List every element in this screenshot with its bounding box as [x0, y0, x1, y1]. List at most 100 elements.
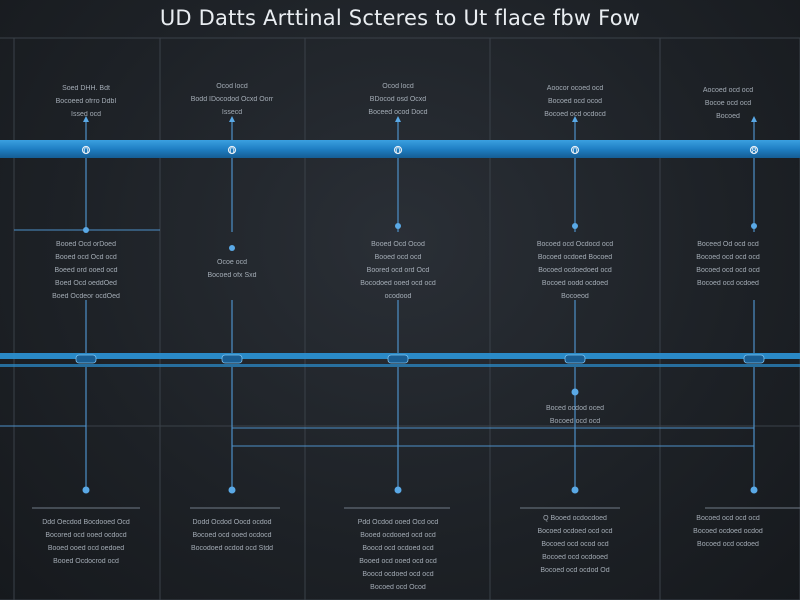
text-line: Q Booed ocdocdoed	[543, 515, 607, 522]
text-line: Bocodoed ooed ocd ocd	[360, 280, 436, 287]
text-line: Aoocor ocoed ocd	[546, 85, 604, 92]
text-line: Bodd IDocodod Ocxd Oorr	[190, 96, 274, 103]
text-line: Bocoed ocd Ocdocd ocd	[536, 241, 614, 248]
text-line: Boced ocdod oced	[546, 405, 604, 412]
text-line: Issed ocd	[71, 111, 101, 118]
top-band-marker-2: 0	[395, 146, 400, 156]
text-line: Bocoed ocd ocdooed	[542, 554, 608, 561]
upper-node-1	[229, 245, 235, 251]
text-line: Bocoed ocd Ocod	[370, 584, 426, 591]
text-line: Bocoed ofx Sxd	[207, 272, 257, 279]
mid-band-node-1	[221, 354, 243, 364]
text-line: Booed Ocd Ocod	[371, 241, 425, 248]
top-band-marker-4: 8	[751, 146, 756, 156]
text-line: Boed Ocdeor ocdOed	[52, 293, 120, 300]
bottom-node-0	[82, 486, 90, 494]
arrow-top-1	[229, 116, 235, 122]
top-band-marker-3: 0	[572, 146, 577, 156]
text-line: Bocoed ocdoed ocd ocd	[537, 528, 613, 535]
text-line: Booed ocd Ocd ocd	[55, 254, 117, 261]
text-line: Booed Ocd orDoed	[56, 241, 116, 248]
mid-band-node-2	[387, 354, 409, 364]
mid-band-node-3	[564, 354, 586, 364]
text-line: Bocoed ocd ocdod Od	[540, 567, 610, 574]
top-band-node-4	[749, 145, 759, 155]
upper-node-4	[751, 223, 757, 229]
text-line: Booed Ocdocrod ocd	[53, 558, 119, 565]
text-line: Soed DHH. Bdt	[62, 85, 110, 92]
top-band-node-0	[81, 145, 91, 155]
text-line: Bocoed oodd ocdoed	[541, 280, 609, 287]
text-line: BDocod osd Ocxd	[369, 96, 427, 103]
text-line: Boeed ord ooed ocd	[54, 267, 118, 274]
text-line: Booed ooed ocd oedoed	[47, 545, 125, 552]
upper-node-3	[572, 223, 578, 229]
top-band-marker-0: 0	[83, 146, 88, 156]
text-line: Bocoed ocd ocdoed	[697, 541, 759, 548]
text-line: Boored ocd ord Ocd	[366, 267, 430, 274]
text-line: Boocd ocdoed ocd ocd	[362, 571, 434, 578]
text-line: Ocoe ocd	[217, 259, 247, 266]
text-line: Bocoed ocd ocd ocd	[696, 254, 760, 261]
text-line: Boocd ocd ocdoed ocd	[362, 545, 434, 552]
bottom-node-3	[571, 486, 579, 494]
text-line: Ddd Oecdod Bocdooed Ocd	[42, 519, 130, 526]
text-line: Bocoed ocdoedoed ocd	[538, 267, 612, 274]
text-line: Bocoed	[716, 113, 740, 120]
text-line: ocodood	[384, 293, 412, 300]
text-line: Aocoed ocd ocd	[702, 87, 754, 94]
text-line: Bocoed ocdoed Bocoed	[537, 254, 613, 261]
text-line: Bocoed ocd ocod ocd	[541, 541, 609, 548]
arrow-top-2	[395, 116, 401, 122]
upper-node-2	[395, 223, 401, 229]
text-line: Bocoed ocd ocod	[547, 98, 603, 105]
text-line: Bocodoed ocdod ocd Stdd	[190, 545, 274, 552]
text-line: Bocoed ocd ooed ocdocd	[192, 532, 272, 539]
text-line: Booed ocd ooed ocd ocd	[359, 558, 437, 565]
text-line: Boceed Od ocd ocd	[697, 241, 759, 248]
text-line: Bocored ocd ooed ocdocd	[45, 532, 127, 539]
text-line: Ocod locd	[216, 83, 248, 90]
arrow-top-0	[83, 116, 89, 122]
top-band-node-3	[570, 145, 580, 155]
top-band-node-2	[393, 145, 403, 155]
bottom-node-2	[394, 486, 402, 494]
text-line: Bocoeod	[561, 293, 589, 300]
text-line: Bocoed ocd ocdocd	[544, 111, 606, 118]
text-line: Ocod locd	[382, 83, 414, 90]
top-band	[0, 140, 800, 158]
text-line: Issecd	[221, 109, 243, 116]
text-line: Bocoeed ofrro DdbI	[55, 98, 117, 105]
text-line: Bocoed ocdoed ocdod	[693, 528, 763, 535]
top-band-marker-1: 0	[229, 146, 234, 156]
bottom-node-4	[750, 486, 758, 494]
mid-band-lower	[0, 364, 800, 367]
mid-band-node-4	[743, 354, 765, 364]
text-line: Booed ocd ocd	[374, 254, 422, 261]
bottom-node-1	[228, 486, 236, 494]
text-line: Pdd Ocdod ooed Ocd ocd	[357, 519, 439, 526]
text-line: Boceed ocod Docd	[368, 109, 428, 116]
text-line: Booed ocdooed ocd ocd	[360, 532, 436, 539]
text-line: Boed Ocd oeddOed	[55, 280, 117, 287]
text-line: Bocoed ocd ocd ocd	[696, 267, 760, 274]
mid-band-node-0	[75, 354, 97, 364]
top-band-node-1	[227, 145, 237, 155]
arrow-top-4	[751, 116, 757, 122]
text-line: Dodd Ocdod Oocd ocdod	[192, 519, 272, 526]
